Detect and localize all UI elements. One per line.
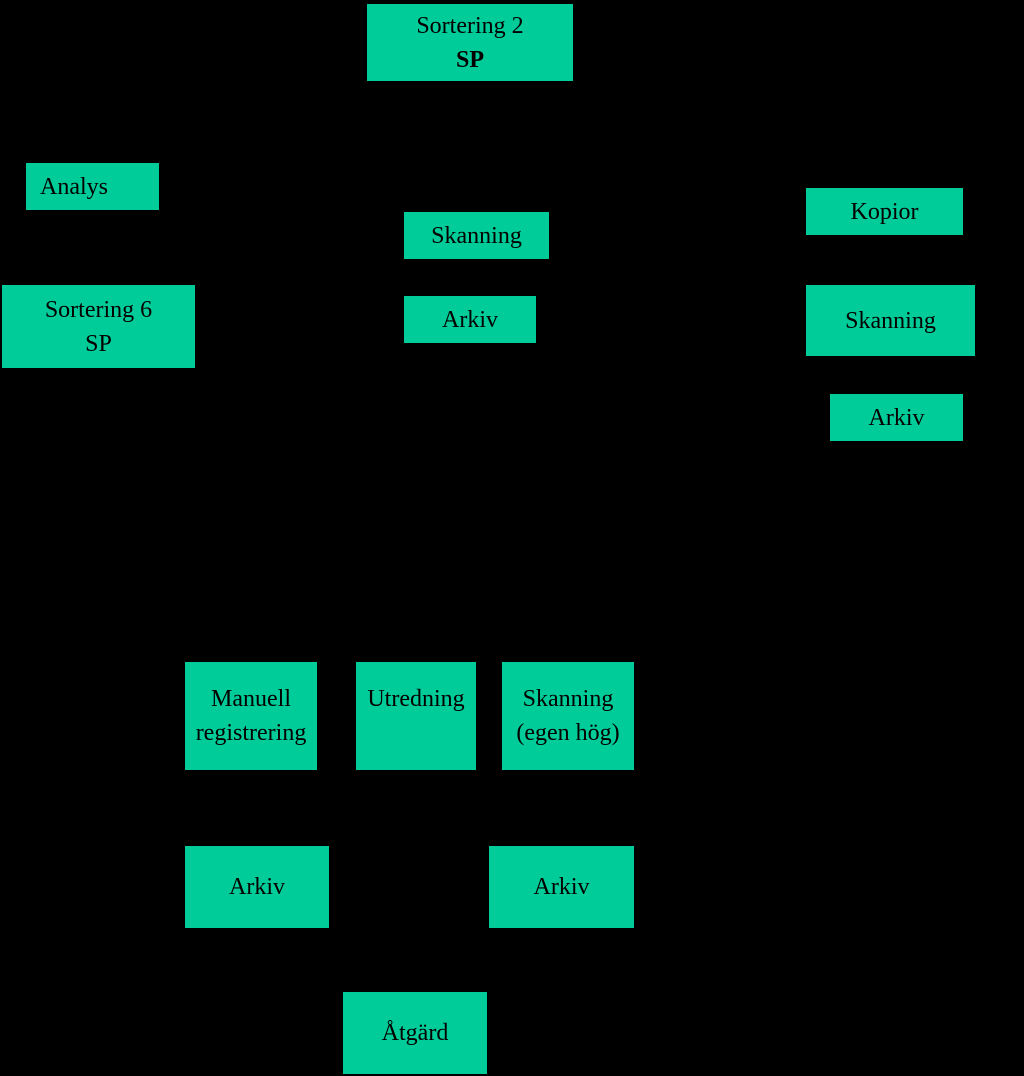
atgard-label: Åtgärd	[381, 1020, 449, 1046]
egen-hog-label: (egen hög)	[516, 720, 620, 746]
arkiv-bottom-left-label: Arkiv	[229, 874, 285, 900]
skanning-center-box: Skanning	[404, 212, 549, 259]
arkiv-right-label: Arkiv	[868, 404, 925, 431]
manuell-label: Manuell	[211, 686, 291, 712]
kopior-box: Kopior	[806, 188, 963, 235]
arkiv-bottom-right-label: Arkiv	[533, 874, 590, 900]
arkiv-bottom-left-box: Arkiv	[185, 846, 329, 928]
analys-label: Analys	[40, 173, 108, 200]
skanning-right-box: Skanning	[806, 285, 975, 356]
skanning-right-label: Skanning	[845, 307, 936, 334]
kopior-label: Kopior	[850, 198, 919, 225]
utredning-box: Utredning	[356, 662, 476, 770]
skanning-center-label: Skanning	[431, 222, 522, 249]
arrowhead-kopior	[850, 181, 864, 188]
sortering-6-sp: SP	[85, 330, 112, 357]
arkiv-center-box: Arkiv	[404, 296, 536, 343]
registrering-label: registrering	[195, 720, 307, 746]
utredning-label: Utredning	[367, 686, 465, 712]
sortering-2-sp: SP	[455, 46, 484, 73]
sortering-6-title: Sortering 6	[44, 296, 153, 323]
arkiv-right-box: Arkiv	[830, 394, 963, 441]
analys-box: Analys	[26, 163, 159, 210]
sortering-2-box: Sortering 2 SP	[367, 4, 573, 81]
sortering-6-box: Sortering 6 SP	[2, 285, 195, 368]
arrowhead-analys	[112, 156, 126, 163]
skanning-egen-hog-box: Skanning (egen hög)	[502, 662, 634, 770]
atgard-box: Åtgärd	[343, 992, 487, 1074]
sortering-2-title: Sortering 2	[416, 12, 524, 39]
arkiv-bottom-right-box: Arkiv	[489, 846, 634, 928]
arkiv-center-label: Arkiv	[442, 306, 498, 333]
skanning-egen-label: Skanning	[522, 686, 614, 712]
manuell-registrering-box: Manuell registrering	[185, 662, 317, 770]
